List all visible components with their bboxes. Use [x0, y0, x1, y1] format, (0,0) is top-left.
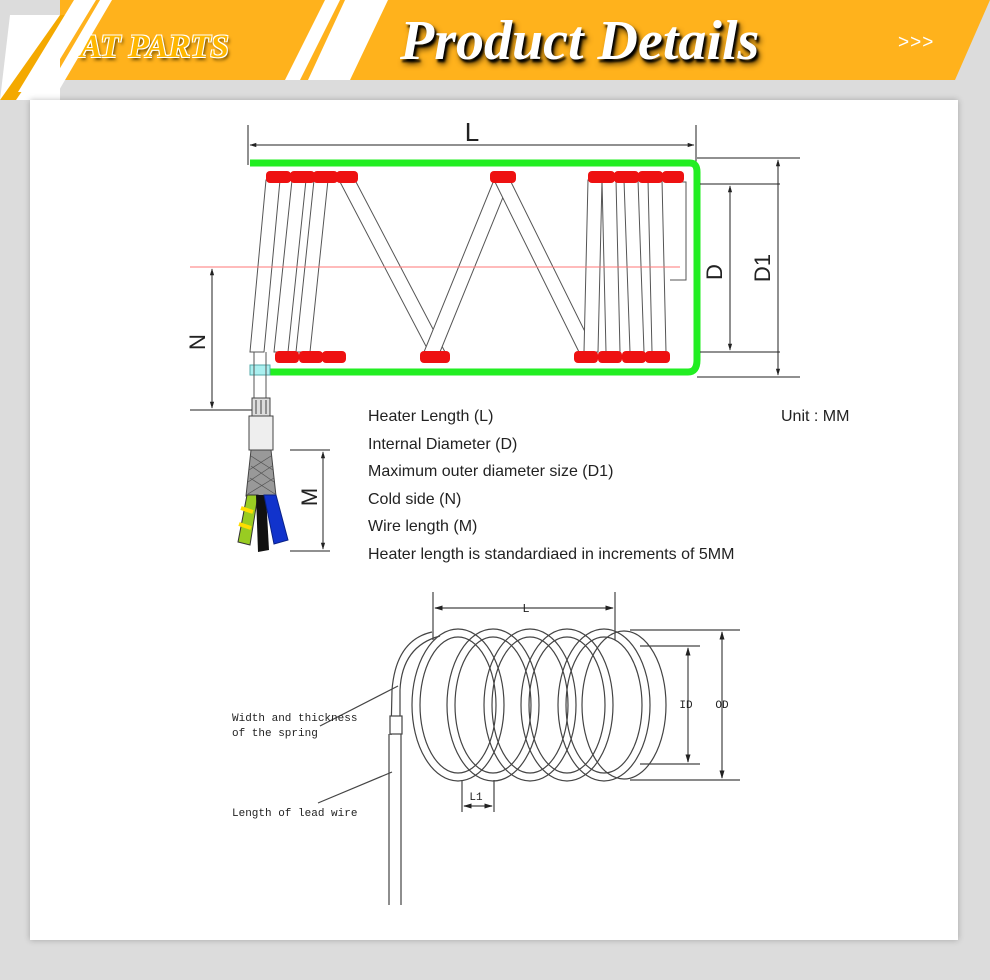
unit-label: Unit : MM — [781, 408, 850, 425]
cable-blue — [263, 494, 289, 545]
dim-L-label: L — [465, 117, 479, 147]
sheath-outline — [250, 159, 701, 376]
legend-heater-length: Heater Length (L) — [368, 408, 494, 425]
page-title: Product Details — [400, 10, 760, 72]
legend-increments-note: Heater length is standardiaed in increme… — [368, 545, 735, 563]
legend-internal-diameter: Internal Diameter (D) — [368, 435, 518, 453]
dim-ID-label: ID — [679, 700, 693, 712]
lead-wire-note: Length of lead wire — [232, 808, 358, 820]
dim-M-label: M — [297, 488, 322, 506]
dim-N-label: N — [185, 334, 210, 350]
legend-wire-length: Wire length (M) — [368, 518, 478, 535]
spring-width-note: Width and thickness of the spring — [232, 713, 358, 740]
dim-L-spring-label: L — [522, 602, 529, 616]
dim-L1-label: L1 — [469, 792, 483, 804]
header-banner: AT PARTS Product Details >>> — [0, 0, 990, 100]
connector-body — [248, 415, 274, 451]
technical-drawing: L — [185, 117, 800, 905]
content-panel: L — [30, 100, 958, 940]
dimension-legend: Heater Length (L) Internal Diameter (D) … — [368, 403, 788, 568]
cable-green-yellow — [237, 494, 259, 546]
legend-cold-side: Cold side (N) — [368, 490, 462, 508]
brand-logo-text: AT PARTS — [80, 29, 229, 65]
turn-marks — [266, 171, 684, 363]
legend-outer-diameter: Maximum outer diameter size (D1) — [368, 463, 614, 480]
banner-background — [0, 0, 990, 100]
cable-black — [256, 495, 269, 552]
coil-side-view: L — [185, 117, 800, 552]
spring-coil-view: L ID OD — [317, 592, 740, 905]
dim-D-label: D — [702, 264, 727, 280]
dim-D1-label: D1 — [750, 254, 775, 282]
arrows-icon: >>> — [898, 32, 935, 53]
dim-OD-label: OD — [715, 700, 729, 712]
